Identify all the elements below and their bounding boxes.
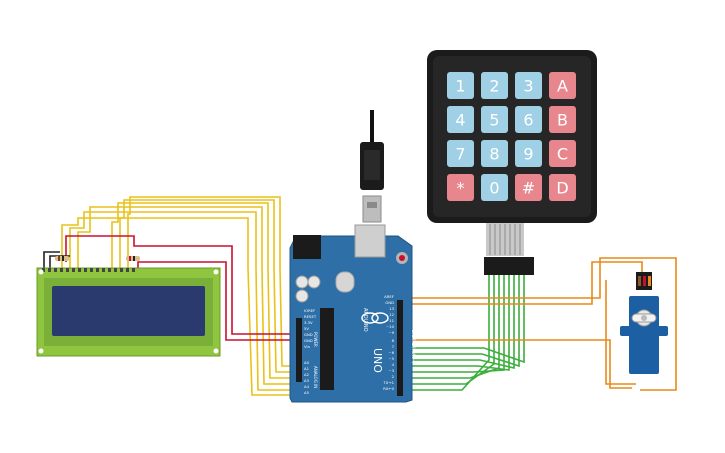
lcd-header-pins — [42, 268, 135, 272]
pin-d12: 12 — [389, 312, 394, 317]
keypad-key-label: 6 — [523, 111, 533, 130]
pin-a4: A4 — [304, 384, 310, 389]
power-jack — [293, 235, 321, 259]
pin-d6: ~6 — [388, 350, 394, 355]
keypad-key-3[interactable]: 3 — [515, 72, 542, 99]
servo-horn-icon — [631, 309, 657, 327]
keypad-key-a[interactable]: A — [549, 72, 576, 99]
pin-d10: ~10 — [386, 324, 395, 329]
brand-label: ARDUINO — [362, 308, 368, 332]
keypad-key-1[interactable]: 1 — [447, 72, 474, 99]
pin-d9: ~9 — [388, 330, 394, 335]
keypad-keys: 1 2 3 A 4 5 6 B 7 8 9 C * 0 # D — [447, 72, 576, 201]
keypad-key-label: C — [557, 145, 568, 164]
pin-a0: A0 — [304, 360, 310, 365]
keypad-key-9[interactable]: 9 — [515, 140, 542, 167]
atmega-chip — [320, 308, 334, 390]
keypad-key-6[interactable]: 6 — [515, 106, 542, 133]
keypad-key-label: 3 — [523, 77, 533, 96]
analog-pin-labels: A0 A1 A2 A3 A4 A5 — [304, 360, 310, 395]
pin-d13: 13 — [389, 306, 394, 311]
pin-a2: A2 — [304, 372, 310, 377]
pin-d0: RX←0 — [383, 386, 394, 391]
pin-a1: A1 — [304, 366, 310, 371]
pin-d1: TX→1 — [382, 380, 394, 385]
keypad-key-label: * — [457, 179, 465, 198]
keypad-key-b[interactable]: B — [549, 106, 576, 133]
keypad-key-label: 4 — [455, 111, 465, 130]
green-wires — [395, 275, 525, 391]
keypad-key-hash[interactable]: # — [515, 174, 542, 201]
pin-d11: ~11 — [386, 318, 395, 323]
keypad-key-d[interactable]: D — [549, 174, 576, 201]
keypad-key-label: D — [556, 179, 568, 198]
digital-label: DIGITAL (PWM~) — [411, 330, 416, 364]
keypad-key-0[interactable]: 0 — [481, 174, 508, 201]
keypad-connector — [484, 257, 534, 275]
pin-d7: 7 — [392, 344, 395, 349]
red-wires — [65, 235, 300, 341]
keypad-key-8[interactable]: 8 — [481, 140, 508, 167]
lcd-screen — [52, 286, 205, 336]
usb-plug-icon — [360, 110, 384, 223]
keypad-key-label: # — [522, 179, 535, 198]
keypad-key-label: B — [557, 111, 568, 130]
pin-gnd-3: GND — [385, 300, 394, 305]
keypad-key-label: 8 — [489, 145, 499, 164]
pin-d5: ~5 — [388, 356, 394, 361]
arduino-uno-board: UNO ARDUINO POWER ANALOG IN DIGITAL (PWM… — [289, 224, 416, 403]
pin-d4: 4 — [392, 362, 395, 367]
keypad-key-label: 5 — [489, 111, 499, 130]
pin-aref: AREF — [384, 294, 394, 299]
usb-port — [354, 224, 386, 258]
pin-5v: 5V — [304, 326, 309, 331]
lcd-display — [36, 256, 221, 357]
pin-d2: 2 — [392, 374, 395, 379]
keypad-key-label: 2 — [489, 77, 499, 96]
pin-d8: 8 — [392, 338, 395, 343]
pin-d3: ~3 — [388, 368, 394, 373]
keypad-key-4[interactable]: 4 — [447, 106, 474, 133]
keypad-key-label: 9 — [523, 145, 533, 164]
pin-gnd-2: GND — [304, 338, 313, 343]
pin-ioref: IOREF — [304, 308, 315, 313]
keypad-key-label: 1 — [455, 77, 465, 96]
yellow-wires — [61, 196, 300, 396]
resistor — [55, 256, 140, 261]
digital-pin-labels: AREF GND 13 12 ~11 ~10 ~9 8 7 ~6 ~5 4 ~3… — [382, 294, 394, 391]
pin-3v3: 3.3V — [304, 320, 313, 325]
pin-gnd-1: GND — [304, 332, 313, 337]
pin-vin: Vin — [304, 344, 311, 349]
keypad-key-label: 0 — [489, 179, 499, 198]
power-label: POWER — [313, 332, 318, 347]
keypad-4x4: 1 2 3 A 4 5 6 B 7 8 9 C * 0 # D — [427, 50, 597, 275]
power-pin-labels: IOREF RESET 3.3V 5V GND GND Vin — [304, 308, 317, 349]
board-name: UNO — [371, 348, 384, 373]
arduino-logo-icon — [361, 312, 389, 324]
pin-a3: A3 — [304, 378, 310, 383]
keypad-key-7[interactable]: 7 — [447, 140, 474, 167]
keypad-key-c[interactable]: C — [549, 140, 576, 167]
pin-reset: RESET — [304, 314, 317, 319]
keypad-key-label: 7 — [455, 145, 465, 164]
keypad-key-5[interactable]: 5 — [481, 106, 508, 133]
pin-a5: A5 — [304, 390, 310, 395]
keypad-key-2[interactable]: 2 — [481, 72, 508, 99]
keypad-key-star[interactable]: * — [447, 174, 474, 201]
servo-motor — [620, 272, 668, 374]
analog-label: ANALOG IN — [313, 366, 318, 388]
keypad-key-label: A — [557, 77, 568, 96]
